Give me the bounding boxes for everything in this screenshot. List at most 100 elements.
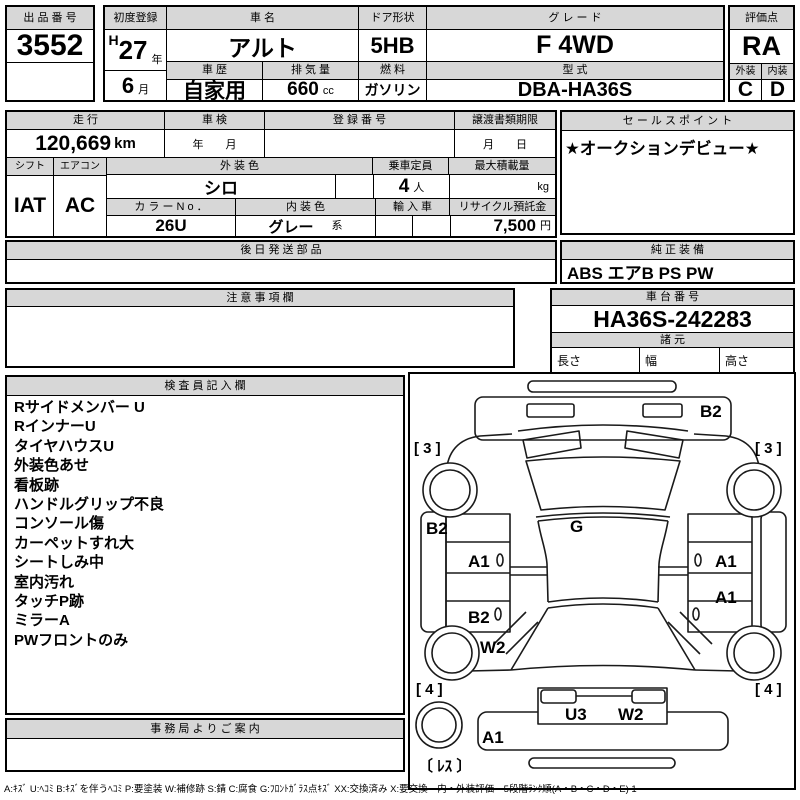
- later-parts-label: 後 日 発 送 部 品: [7, 242, 555, 260]
- aircon-col: エアコン AC: [54, 158, 107, 236]
- door-col: ドア形状 5HB 燃 料 ガソリン: [359, 7, 427, 100]
- inspector-note-item: ハンドルグリップ不良: [14, 496, 165, 514]
- capacity-label: 乗車定員: [373, 158, 449, 175]
- mileage-color-block: 走 行 120,669 km 車 検 年 月 登 録 番 号 譲渡書類期限 月 …: [5, 110, 557, 238]
- vehicle-header-block: 初度登録 H 27 年 6 月 車 名 アルト 車 歴 自家用 排 気 量: [103, 5, 725, 102]
- registration-no-label: 登 録 番 号: [265, 112, 454, 130]
- color-no-value: 26U: [107, 216, 236, 236]
- max-load-value: kg: [450, 175, 555, 199]
- length-cell: 長さ: [552, 348, 640, 372]
- interior-label: 内装: [762, 64, 793, 79]
- import-cell-left: [376, 216, 413, 236]
- fuel-value: ガソリン: [359, 80, 426, 100]
- inspector-note-item: 看板跡: [14, 476, 60, 494]
- recycle-deposit-label: リサイクル預託金: [450, 199, 555, 216]
- aircon-value: AC: [54, 176, 106, 236]
- registration-no-col: 登 録 番 号: [265, 112, 455, 157]
- grade-col: グ レ ー ド F 4WD 型 式 DBA-HA36S: [427, 7, 723, 100]
- registration-no-value: [265, 130, 454, 157]
- damage-mark: 〔 ﾚｽ 〕: [418, 758, 472, 775]
- history-value: 自家用: [167, 80, 262, 100]
- damage-mark: W2: [480, 638, 506, 657]
- office-notice-box: 事 務 局 よ り ご 案 内: [5, 718, 405, 772]
- car-name: アルト: [167, 30, 358, 62]
- inspector-note-item: PWフロントのみ: [14, 631, 129, 649]
- sales-point-label: セ ー ル ス ポ イ ン ト: [562, 112, 793, 131]
- damage-mark: A1: [468, 552, 490, 571]
- car-name-label: 車 名: [167, 7, 358, 30]
- office-notice-label: 事 務 局 よ り ご 案 内: [7, 720, 403, 739]
- chassis-number: HA36S-242283: [552, 306, 793, 333]
- inspection-label: 車 検: [165, 112, 264, 130]
- mileage-label: 走 行: [7, 112, 164, 130]
- lot-label: 出 品 番 号: [7, 7, 93, 30]
- door-label: ドア形状: [359, 7, 426, 30]
- damage-mark: G: [570, 517, 584, 536]
- first-registration-col: 初度登録 H 27 年 6 月: [105, 7, 167, 100]
- fuel-label: 燃 料: [359, 62, 426, 80]
- grade-value: F 4WD: [427, 30, 723, 62]
- color-no-label: カ ラ ー N o ．: [107, 199, 236, 216]
- damage-mark: [ 3 ]: [414, 440, 441, 457]
- era-letter: H: [108, 32, 119, 48]
- damage-mark: A1: [715, 552, 737, 571]
- model-code-label: 型 式: [427, 62, 723, 80]
- exterior-color-value: シロ: [107, 175, 336, 199]
- interior-grade: D: [762, 80, 793, 100]
- exterior-grade: C: [730, 80, 762, 100]
- displacement-label: 排 気 量: [263, 62, 358, 80]
- inspector-note-item: カーペットすれ大: [14, 534, 135, 552]
- recycle-deposit-value: 7,500 円: [451, 216, 555, 236]
- exterior-color-sub-cell: [336, 175, 374, 199]
- first-reg-label: 初度登録: [105, 7, 166, 30]
- aircon-label: エアコン: [54, 158, 106, 176]
- import-cell-right: [413, 216, 451, 236]
- damage-mark: [ 4 ]: [416, 681, 443, 698]
- mileage-value: 120,669 km: [7, 130, 164, 157]
- width-cell: 幅: [640, 348, 720, 372]
- inspector-note-item: タイヤハウスU: [14, 437, 115, 455]
- capacity-value: 4 人: [374, 175, 450, 199]
- transfer-deadline-value: 月 日: [455, 130, 555, 157]
- damage-mark: B2: [426, 519, 448, 538]
- interior-color-label: 内 装 色: [236, 199, 376, 216]
- sales-point-box: セ ー ル ス ポ イ ン ト ★オークションデビュー★: [560, 110, 795, 235]
- caution-box: 注 意 事 項 欄: [5, 288, 515, 368]
- later-parts-box: 後 日 発 送 部 品: [5, 240, 557, 284]
- exterior-color-label: 外 装 色: [107, 158, 373, 175]
- inspection-col: 車 検 年 月: [165, 112, 265, 157]
- equipment-box: 純 正 装 備 ABS エアB PS PW: [560, 240, 795, 284]
- exterior-label: 外装: [730, 64, 762, 79]
- lot-box: 出 品 番 号 3552: [5, 5, 95, 102]
- score-label: 評価点: [730, 7, 793, 30]
- caution-label: 注 意 事 項 欄: [7, 290, 513, 307]
- damage-mark: [ 3 ]: [755, 440, 782, 457]
- damage-mark: U3: [565, 705, 587, 724]
- door-value: 5HB: [359, 30, 426, 62]
- damage-mark: B2: [468, 608, 490, 627]
- caution-empty: [7, 307, 513, 366]
- shift-col: シフト IAT: [7, 158, 54, 236]
- office-notice-empty: [7, 739, 403, 770]
- equipment-value: ABS エアB PS PW: [562, 260, 793, 282]
- history-col: 車 歴 自家用: [167, 62, 263, 100]
- transfer-deadline-label: 譲渡書類期限: [455, 112, 555, 130]
- displacement-col: 排 気 量 660 cc: [263, 62, 358, 100]
- legend-text: A:ｷｽﾞ U:ﾍｺﾐ B:ｷｽﾞを伴うﾍｺﾐ P:要塗装 W:補修跡 S:錆 …: [4, 784, 637, 795]
- car-outline-drawing: [415, 380, 787, 769]
- transfer-deadline-col: 譲渡書類期限 月 日: [455, 112, 555, 157]
- lot-empty-cell: [7, 62, 93, 100]
- mileage-col: 走 行 120,669 km: [7, 112, 165, 157]
- inspector-note-item: 室内汚れ: [14, 573, 75, 591]
- chassis-label: 車 台 番 号: [552, 290, 793, 306]
- max-load-label: 最大積載量: [449, 158, 555, 175]
- damage-mark: B2: [700, 402, 722, 421]
- score-box: 評価点 RA 外装 内装 C D: [728, 5, 795, 102]
- shift-label: シフト: [7, 158, 53, 176]
- equipment-label: 純 正 装 備: [562, 242, 793, 260]
- import-label: 輸 入 車: [376, 199, 450, 216]
- inspector-note-item: シートしみ中: [14, 554, 105, 572]
